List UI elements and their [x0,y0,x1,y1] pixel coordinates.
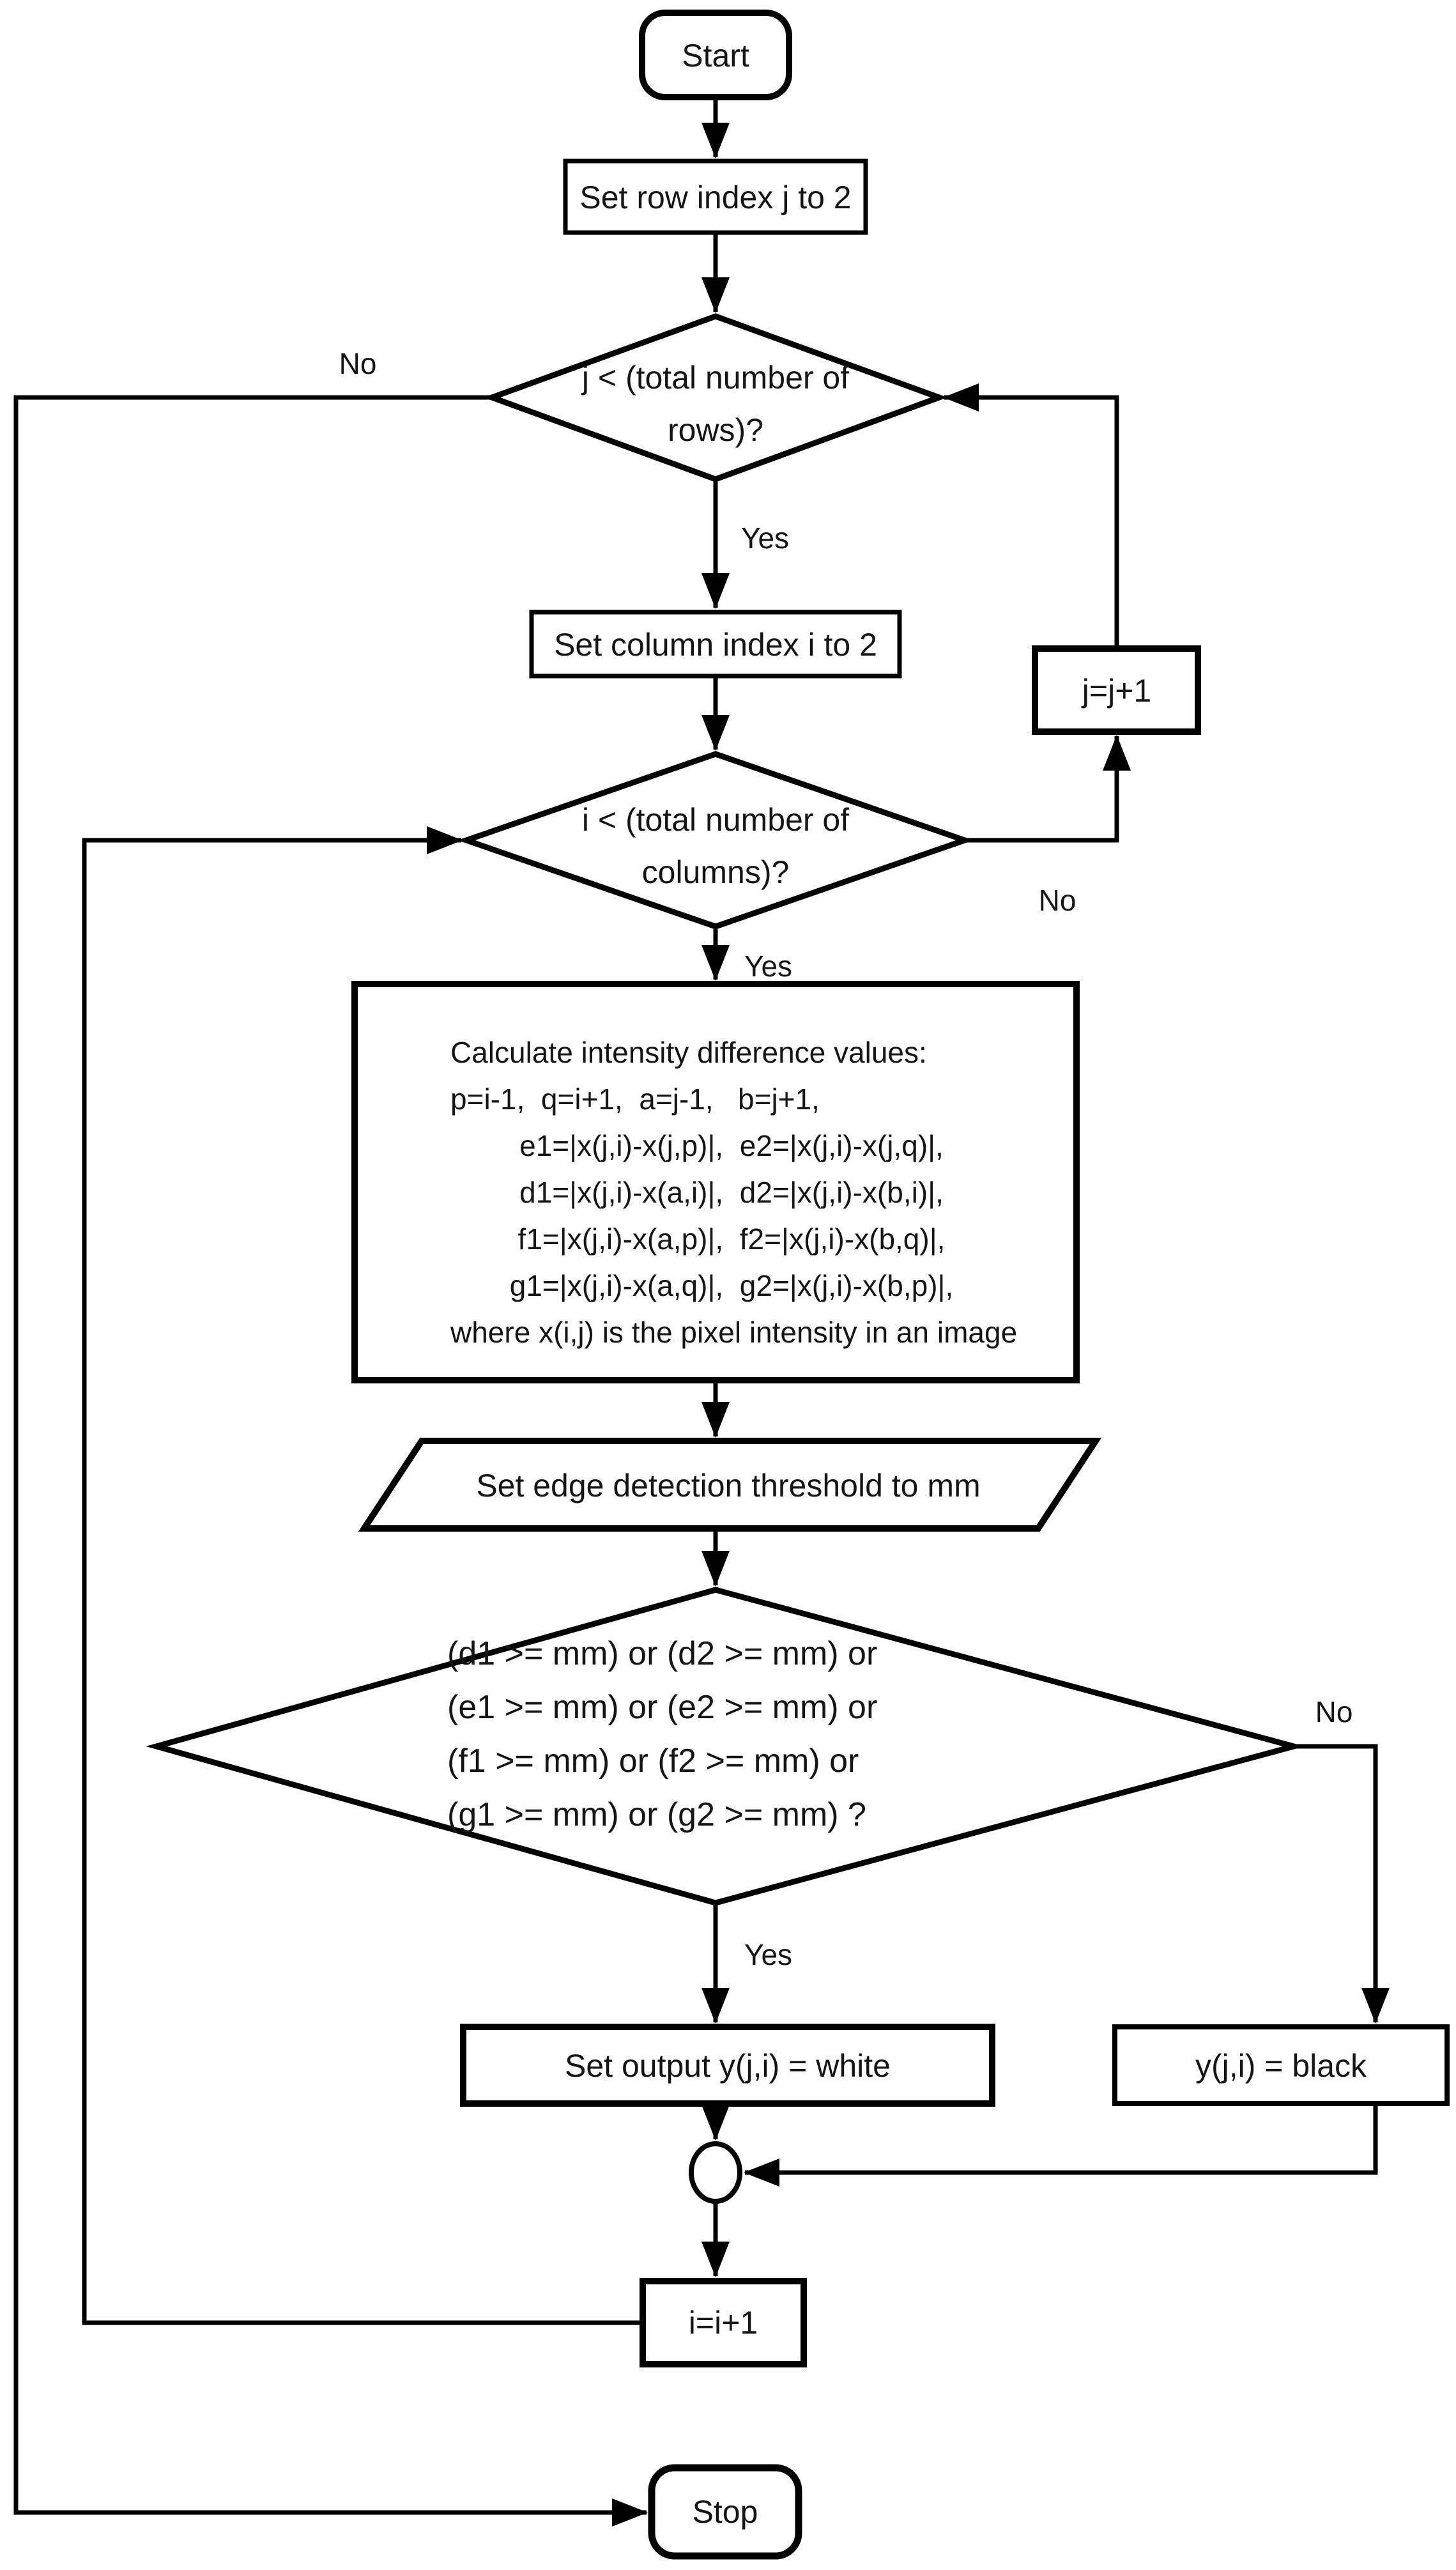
row-decision-no-label: No [339,347,377,380]
edge-increment-i-to-column-decision [82,826,643,2325]
set-white-label: Set output y(j,i) = white [565,2048,891,2084]
edge-set-black-to-junction [744,2104,1378,2187]
calc-line-3: d1=|x(j,i)-x(a,i)|, d2=|x(j,i)-x(b,i)|, [519,1176,944,1209]
row-decision-label-line1: j < (total number of [581,360,849,396]
column-decision-node [457,751,974,930]
column-decision-label-line2: columns)? [642,854,790,890]
start-label: Start [682,38,749,73]
row-decision-label-line2: rows)? [668,412,763,448]
calc-line-4: f1=|x(j,i)-x(a,p)|, f2=|x(j,i)-x(b,q)|, [518,1222,946,1256]
start-node [639,10,792,100]
calc-line-1: p=i-1, q=i+1, a=j-1, b=j+1, [450,1082,820,1116]
set-row-index-label: Set row index j to 2 [579,180,851,215]
set-black-node [1112,2024,1450,2106]
threshold-decision-node [146,1587,1305,1906]
threshold-decision-line-3: (g1 >= mm) or (g2 >= mm) ? [447,1796,866,1833]
stop-label: Stop [693,2494,758,2530]
set-column-index-node [529,610,902,679]
row-decision-node [483,313,948,482]
junction-circle [689,2141,742,2204]
stop-node [648,2464,802,2560]
set-black-label: y(j,i) = black [1195,2048,1367,2084]
row-decision-yes-label: Yes [741,521,789,555]
column-decision-yes-label: Yes [744,950,792,983]
edge-threshold-decision-no-to-set-black [1294,1744,1390,2024]
calc-node [351,981,1080,1383]
calc-line-0: Calculate intensity difference values: [450,1036,927,1069]
increment-i-node [640,2278,807,2367]
column-decision-label-line1: i < (total number of [582,802,849,838]
set-row-index-node [563,158,868,235]
set-white-node [460,2024,995,2107]
increment-j-node [1032,645,1201,735]
calc-line-6: where x(i,j) is the pixel intensity in a… [450,1316,1017,1349]
increment-i-label: i=i+1 [689,2305,758,2341]
calc-line-5: g1=|x(j,i)-x(a,q)|, g2=|x(j,i)-x(b,p)|, [510,1269,954,1302]
threshold-decision-yes-label: Yes [744,1938,792,1971]
threshold-decision-line-0: (d1 >= mm) or (d2 >= mm) or [447,1635,877,1672]
threshold-decision-line-1: (e1 >= mm) or (e2 >= mm) or [447,1689,877,1726]
set-threshold-label: Set edge detection threshold to mm [476,1468,980,1504]
set-column-index-label: Set column index i to 2 [554,627,877,663]
column-decision-no-label: No [1039,884,1077,917]
threshold-decision-no-label: No [1315,1695,1353,1728]
increment-j-label: j=j+1 [1081,673,1151,709]
edge-increment-j-to-row-decision [943,383,1119,649]
threshold-decision-line-2: (f1 >= mm) or (f2 >= mm) or [447,1743,859,1780]
edge-row-decision-no-to-stop [13,395,648,2527]
edge-column-decision-no-to-increment-j [965,735,1131,843]
calc-line-2: e1=|x(j,i)-x(j,p)|, e2=|x(j,i)-x(j,q)|, [519,1129,944,1162]
set-threshold-node [358,1438,1102,1532]
